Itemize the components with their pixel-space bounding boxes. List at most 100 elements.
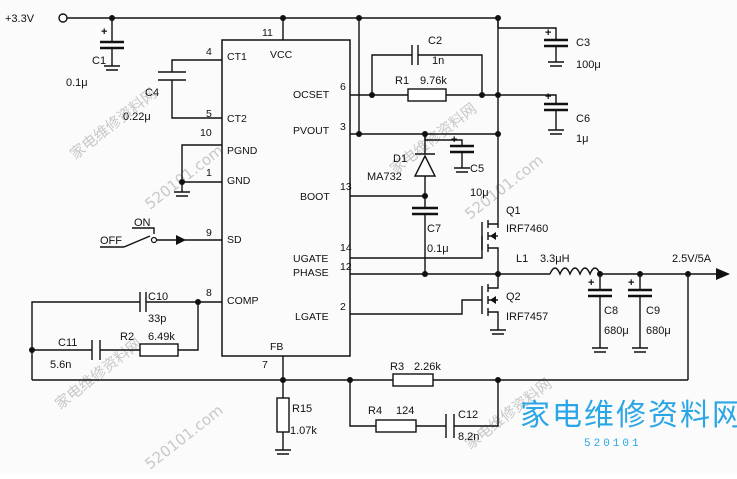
switch-off-label: OFF: [100, 235, 122, 247]
svg-text:+: +: [545, 91, 551, 103]
input-terminal: [58, 13, 68, 23]
c8-ref: C8: [604, 305, 618, 317]
q1-value: IRF7460: [506, 223, 548, 235]
r3-value: 2.26k: [414, 361, 441, 373]
pin-number-sd: 9: [206, 227, 212, 239]
c6-ref: C6: [576, 113, 590, 125]
d1-ref: D1: [393, 153, 407, 165]
c10-ref: C10: [148, 291, 168, 303]
pin-label-lgate: LGATE: [295, 311, 329, 323]
node-dot: [422, 271, 428, 277]
pin-number-boot: 13: [340, 181, 352, 193]
r1-ref: R1: [395, 75, 409, 87]
c1-ref: C1: [92, 55, 106, 67]
l1-value: 3.3μH: [540, 253, 570, 265]
c5-value: 10μ: [470, 187, 489, 199]
input-voltage-label: +3.3V: [5, 13, 35, 25]
c4-ref: C4: [145, 87, 159, 99]
c6-value: 1μ: [576, 133, 588, 145]
resistor-r2: [139, 343, 179, 357]
c9-ref: C9: [646, 305, 660, 317]
brand-watermark-site: 520101: [584, 438, 642, 450]
pin-label-ocset: OCSET: [293, 89, 330, 101]
pin-label-ct1: CT1: [227, 51, 247, 63]
q1-ref: Q1: [506, 205, 521, 217]
svg-text:+: +: [451, 134, 457, 146]
pin-number-vcc: 11: [262, 27, 273, 39]
c7-value: 0.1μ: [427, 243, 449, 255]
watermark-site-1: 520101.com: [141, 141, 226, 213]
ground-pins: [174, 144, 222, 197]
r4-ref: R4: [368, 405, 382, 417]
svg-text:+: +: [101, 26, 107, 38]
pin-number-ct1: 4: [206, 46, 212, 58]
output-voltage-label: 2.5V/5A: [672, 253, 712, 265]
lgate-trace: [350, 299, 482, 315]
c4-value: 0.22μ: [123, 111, 151, 123]
pin-label-ugate: UGATE: [293, 253, 328, 265]
mosfet-q2: Q2 IRF7457: [481, 274, 548, 335]
resistor-r1: [407, 88, 447, 102]
c7-ref: C7: [427, 223, 441, 235]
c8-value: 680μ: [604, 325, 629, 337]
c10-value: 33p: [148, 313, 166, 325]
capacitor-c1: + C1 0.1μ: [66, 18, 124, 89]
pin-number-ct2: 5: [206, 108, 212, 120]
r2-ref: R2: [120, 331, 134, 343]
c9-value: 680μ: [646, 325, 671, 337]
pin-number-fb: 7: [262, 359, 268, 371]
pin-label-vcc: VCC: [270, 49, 293, 61]
pin-label-fb: FB: [270, 341, 283, 353]
r2-value: 6.49k: [148, 331, 175, 343]
c11-value: 5.6n: [50, 359, 71, 371]
capacitor-c9: + C9 680μ: [628, 274, 671, 353]
capacitor-c8: + C8 680μ: [588, 274, 629, 353]
c12-value: 8.2n: [458, 431, 479, 443]
r15-value: 1.07k: [290, 425, 317, 437]
pin-number-ocset: 6: [340, 81, 346, 93]
current-sense-network: C2 1n R1 9.76k: [350, 35, 501, 102]
c3-ref: C3: [576, 37, 590, 49]
pin-label-phase: PHASE: [293, 267, 329, 279]
pin-number-phase: 12: [340, 261, 352, 273]
resistor-r4: [375, 419, 417, 433]
pin-number-gnd: 1: [206, 167, 212, 179]
svg-text:+: +: [545, 27, 551, 39]
c1-value: 0.1μ: [66, 77, 88, 89]
switch-on-label: ON: [134, 217, 151, 229]
l1-ref: L1: [516, 253, 528, 265]
pin-number-ugate: 14: [340, 242, 352, 254]
brand-watermark: 家电维修资料网 520101: [520, 398, 737, 450]
pin-number-comp: 8: [206, 287, 212, 299]
pin-label-pgnd: PGND: [227, 145, 258, 157]
svg-text:+: +: [588, 277, 594, 289]
shutdown-switch: ON OFF: [100, 217, 222, 248]
pin-label-boot: BOOT: [300, 191, 330, 203]
q2-ref: Q2: [506, 291, 521, 303]
capacitor-c6: + C6 1μ: [498, 91, 590, 145]
controller-ic-body: [221, 39, 351, 357]
d1-value: MA732: [367, 171, 402, 183]
compensation-network: C10 33p R2 6.49k C11 5.6n: [29, 291, 222, 380]
c5-ref: C5: [470, 163, 484, 175]
r15-ref: R15: [292, 403, 312, 415]
resistor-r3: [392, 373, 434, 387]
brand-watermark-title: 家电维修资料网: [520, 398, 737, 433]
feedback-network: R3 2.26k R4 124 C12 8.2n R15 1.07k: [32, 356, 688, 455]
q2-value: IRF7457: [506, 311, 548, 323]
svg-text:+: +: [628, 277, 634, 289]
c3-value: 100μ: [576, 59, 601, 71]
bootstrap-supply: + C5 10μ D1 MA732 C7 0.1μ: [350, 18, 501, 274]
pin-number-pgnd: 10: [200, 127, 212, 139]
pin-label-sd: SD: [227, 234, 242, 246]
pin-label-gnd: GND: [227, 175, 251, 187]
resistor-r15: [276, 397, 290, 433]
pin-label-ct2: CT2: [227, 113, 247, 125]
ugate-trace: [350, 236, 483, 259]
capacitor-c3: + C3 100μ: [498, 27, 601, 71]
inductor-l1: L1 3.3μH: [516, 253, 601, 276]
c2-ref: C2: [428, 35, 442, 47]
c2-value: 1n: [432, 55, 444, 67]
